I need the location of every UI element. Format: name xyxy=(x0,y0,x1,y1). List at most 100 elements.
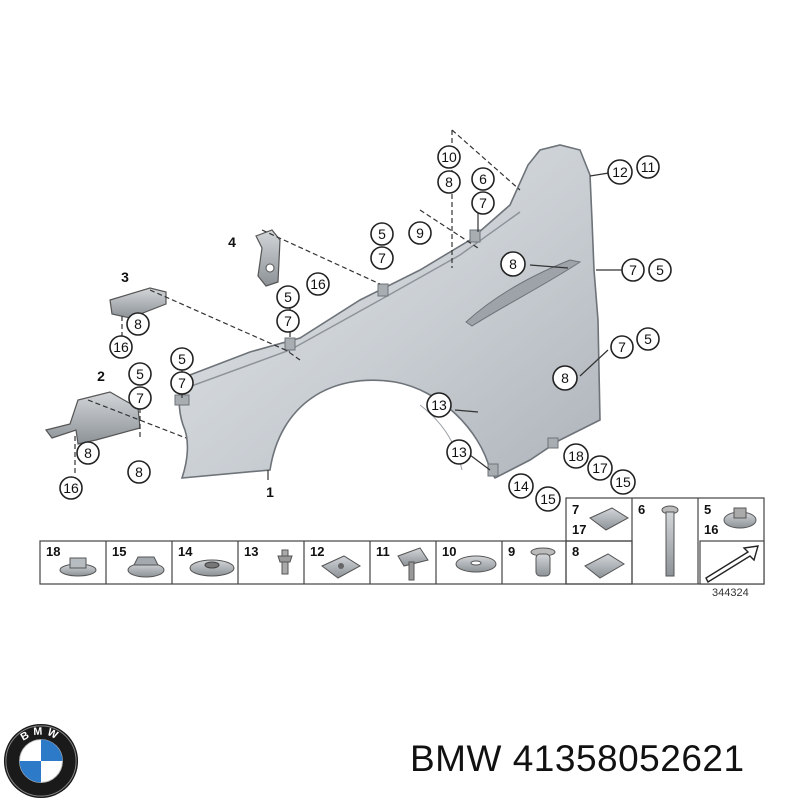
callout-13-b: 13 xyxy=(446,439,472,465)
svg-text:13: 13 xyxy=(431,397,447,413)
brand-name: BMW xyxy=(410,738,502,779)
callout-5-b: 5 xyxy=(276,285,300,309)
svg-text:13: 13 xyxy=(451,444,467,460)
svg-text:9: 9 xyxy=(416,225,424,241)
callout-6: 6 xyxy=(471,167,495,191)
svg-text:7: 7 xyxy=(178,375,186,391)
part-18-nut xyxy=(59,557,97,577)
cell-num-16: 16 xyxy=(704,522,718,537)
bracket-4 xyxy=(255,229,281,287)
svg-text:7: 7 xyxy=(378,250,386,266)
svg-text:15: 15 xyxy=(615,474,631,490)
callout-7-e: 7 xyxy=(621,258,645,282)
svg-text:11: 11 xyxy=(641,159,656,175)
svg-text:17: 17 xyxy=(592,460,608,476)
callout-5-c: 5 xyxy=(170,347,194,371)
label-4: 4 xyxy=(228,234,236,250)
svg-text:7: 7 xyxy=(284,313,292,329)
svg-text:10: 10 xyxy=(441,149,457,165)
parts-table-lower xyxy=(39,540,633,585)
svg-text:14: 14 xyxy=(513,478,529,494)
svg-text:18: 18 xyxy=(568,448,584,464)
callout-8-top: 8 xyxy=(437,170,461,194)
callout-9: 9 xyxy=(408,221,432,245)
callout-12: 12 xyxy=(607,159,633,185)
callout-16-b: 16 xyxy=(109,335,133,359)
part-number: 41358052621 xyxy=(512,738,745,779)
part-14-washer-nut xyxy=(189,559,235,577)
callout-5-a: 5 xyxy=(370,222,394,246)
part-8-clip xyxy=(584,553,625,579)
direction-arrow-icon xyxy=(699,540,765,585)
callout-7-b: 7 xyxy=(276,309,300,333)
svg-text:15: 15 xyxy=(540,491,556,507)
callout-5-f: 5 xyxy=(636,327,660,351)
callout-17: 17 xyxy=(587,455,613,481)
callout-11: 11 xyxy=(636,155,660,179)
callout-7-a: 7 xyxy=(370,246,394,270)
part-11-screw xyxy=(397,547,429,581)
fender-panel xyxy=(174,144,601,480)
callout-16-a: 16 xyxy=(306,272,330,296)
svg-text:7: 7 xyxy=(618,339,626,355)
callout-18: 18 xyxy=(563,443,589,469)
cell-num-12: 12 xyxy=(310,544,324,559)
cell-num-10: 10 xyxy=(442,544,456,559)
svg-text:8: 8 xyxy=(84,445,92,461)
callout-14: 14 xyxy=(508,473,534,499)
svg-text:7: 7 xyxy=(629,262,637,278)
svg-text:16: 16 xyxy=(63,480,79,496)
svg-text:5: 5 xyxy=(136,366,144,382)
cell-num-13: 13 xyxy=(244,544,258,559)
label-2: 2 xyxy=(97,368,105,384)
svg-text:5: 5 xyxy=(644,331,652,347)
svg-text:7: 7 xyxy=(136,390,144,406)
callout-7-c: 7 xyxy=(170,371,194,395)
svg-text:16: 16 xyxy=(310,276,326,292)
svg-text:7: 7 xyxy=(479,195,487,211)
bmw-logo: BMW xyxy=(3,723,79,799)
callout-7-d: 7 xyxy=(128,386,152,410)
svg-text:8: 8 xyxy=(135,464,143,480)
label-3: 3 xyxy=(121,269,129,285)
cell-num-17: 17 xyxy=(572,522,586,537)
cell-num-14: 14 xyxy=(178,544,193,559)
callout-15-a: 15 xyxy=(610,469,636,495)
part-7-clip xyxy=(589,507,629,531)
part-13-stud xyxy=(277,549,293,575)
part-5-nut xyxy=(723,507,757,529)
callout-5-d: 5 xyxy=(128,362,152,386)
label-1: 1 xyxy=(266,484,274,500)
bracket-3 xyxy=(109,287,167,319)
part-10-washer xyxy=(455,555,497,573)
svg-text:5: 5 xyxy=(656,262,664,278)
part-12-clip xyxy=(321,555,361,579)
cell-num-7: 7 xyxy=(572,502,579,517)
cell-num-8: 8 xyxy=(572,544,579,559)
callout-10: 10 xyxy=(437,145,461,169)
cell-num-11: 11 xyxy=(376,544,390,559)
callout-8-f: 8 xyxy=(552,365,578,391)
part-15-nut xyxy=(127,556,165,578)
cell-num-6: 6 xyxy=(638,502,645,517)
svg-text:8: 8 xyxy=(561,370,569,386)
svg-text:6: 6 xyxy=(479,171,487,187)
svg-text:5: 5 xyxy=(378,226,386,242)
callout-7-f: 7 xyxy=(610,335,634,359)
svg-text:16: 16 xyxy=(113,339,129,355)
callout-5-e: 5 xyxy=(648,258,672,282)
cell-num-18: 18 xyxy=(46,544,60,559)
svg-text:8: 8 xyxy=(445,174,453,190)
callout-8-e: 8 xyxy=(500,251,526,277)
svg-text:8: 8 xyxy=(509,256,517,272)
cell-num-9: 9 xyxy=(508,544,515,559)
svg-text:5: 5 xyxy=(284,289,292,305)
callout-8-b: 8 xyxy=(126,312,150,336)
svg-text:8: 8 xyxy=(134,316,142,332)
part-6-bolt xyxy=(661,505,679,577)
bracket-2 xyxy=(44,391,141,445)
callout-16-c: 16 xyxy=(59,476,83,500)
svg-text:12: 12 xyxy=(612,164,628,180)
callout-8-c: 8 xyxy=(76,441,100,465)
